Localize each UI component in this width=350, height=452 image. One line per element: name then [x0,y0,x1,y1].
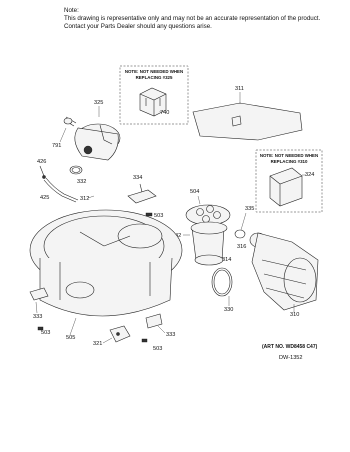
part-425-tube [43,177,79,203]
label-791: 791 [52,143,61,149]
part-335-clamp [234,229,246,239]
label-335: 335 [245,206,254,212]
part-311-insulation [192,102,303,141]
label-505: 505 [66,335,75,341]
part-325-diverter [63,116,121,161]
part-426-screw [39,165,46,179]
label-426: 426 [37,159,46,165]
part-504-pump-housing [185,204,231,266]
label-332: 332 [77,179,86,185]
part-314-clamp [211,267,233,297]
label-42: 42 [175,233,181,239]
label-503-left: 503 [41,330,50,336]
label-333-right: 333 [166,332,175,338]
part-334-bracket [127,183,157,204]
label-324: 324 [305,172,314,178]
label-316: 316 [237,244,246,250]
disclaimer-note: Note: This drawing is representative onl… [64,7,344,31]
box-325-note-line-2: REPLACING #325 [136,75,173,80]
label-325: 325 [94,100,103,106]
label-504: 504 [190,189,199,195]
label-740: 740 [160,110,169,116]
note-box-310 [255,149,323,213]
label-333-left: 333 [33,314,42,320]
part-310-pump-motor [249,232,319,311]
part-321-sensor [109,325,131,343]
label-334: 334 [133,175,142,181]
part-505-sump [29,209,183,317]
part-333-bracket-right [145,313,163,329]
box-325-note-line-1: NOTE: NOT NEEDED WHEN [125,69,183,74]
label-425: 425 [40,195,49,201]
part-333-bracket-left [29,287,49,301]
label-330: 330 [224,307,233,313]
label-310: 310 [290,312,299,318]
box-310-note-line-2: REPLACING #310 [271,159,308,164]
drawing-id: DW-1352 [279,355,303,361]
part-503-screw-left [37,326,44,331]
art-number: (ART NO. WD8458 C47) [262,344,318,350]
part-324-bracket [269,167,303,207]
label-503-lower: 503 [153,346,162,352]
note-line-1: This drawing is representative only and … [64,15,321,22]
label-321: 321 [93,341,102,347]
part-503-screw [145,212,153,217]
label-503-upper: 503 [154,213,163,219]
part-503-screw-lower [141,338,148,343]
part-740-clip [139,87,167,117]
part-332-hose [69,165,83,175]
label-314: 314 [222,257,231,263]
label-311: 311 [235,86,244,92]
note-heading: Note: [64,7,79,14]
note-line-2: Contact your Parts Dealer should any que… [64,23,212,30]
box-310-note-line-1: NOTE: NOT NEEDED WHEN [260,153,318,158]
label-312: 312 [80,196,89,202]
